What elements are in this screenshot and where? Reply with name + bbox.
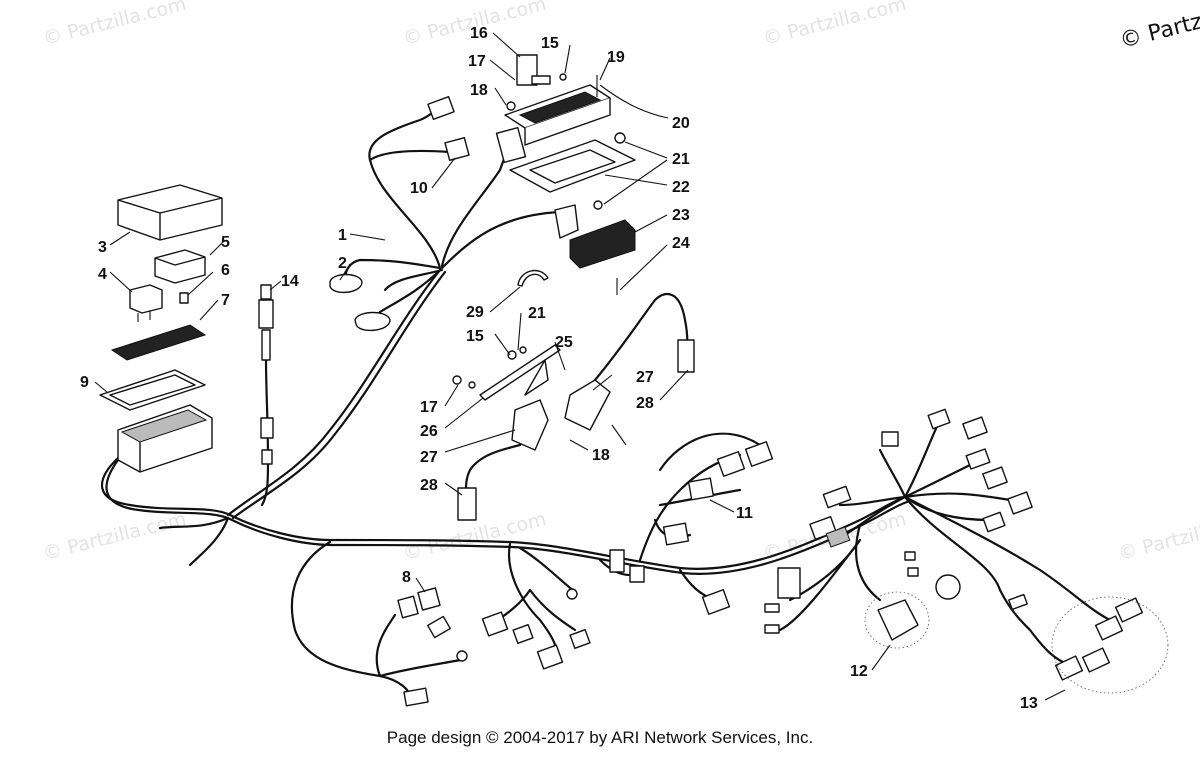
watermark-group: © Partzilla.com © Partzilla.com © Partzi… [41,0,1200,565]
callout-24: 24 [672,235,690,252]
callout-17b: 17 [420,399,438,416]
callout-13: 13 [1020,695,1038,712]
sensor-module-lower [457,399,549,521]
callout-9: 9 [80,374,89,391]
voltage-regulator [554,204,636,269]
callout-5: 5 [221,234,230,251]
watermark: © Partzilla.com [1116,508,1200,565]
washer [593,200,603,210]
callout-11: 11 [736,505,753,522]
washer [519,346,527,354]
callout-20: 20 [672,115,690,132]
washer [507,350,517,360]
callout-17: 17 [468,53,486,70]
ecu-module [495,84,611,164]
callout-21b: 21 [528,305,546,322]
connector-8 [397,587,468,707]
watermark: © Partzilla.com [41,508,189,565]
connector-13-group [1051,596,1169,694]
callout-6: 6 [221,262,230,279]
callout-10: 10 [410,180,428,197]
center-connectors [481,549,645,670]
oxygen-sensor [258,284,274,465]
callout-3: 3 [98,239,107,256]
callout-1: 1 [338,227,347,244]
callout-22: 22 [672,179,690,196]
relay-bracket [506,54,567,111]
callouts: 1 2 3 4 5 6 7 8 9 10 11 12 13 14 15 16 1… [80,25,1038,712]
callout-15b: 15 [466,328,484,345]
mounting-plate [509,139,636,193]
fuse-block [117,404,213,473]
callout-29: 29 [466,304,484,321]
fuse-box-cover [117,184,223,241]
relay-large [154,249,206,284]
callout-12: 12 [850,663,868,680]
right-connectors [764,408,1033,634]
callout-7: 7 [221,292,230,309]
washer [614,132,626,144]
washer [452,375,462,385]
bracket-26 [479,344,561,401]
gasket [99,369,206,411]
callout-23: 23 [672,207,690,224]
callout-19: 19 [607,49,625,66]
callout-2: 2 [338,255,347,272]
callout-28: 28 [636,395,654,412]
corner-watermark: © Partz [1117,9,1200,54]
connector-10 [427,96,470,161]
callout-14: 14 [281,273,299,290]
washer [468,381,476,389]
connector-pair [329,273,391,331]
relay-small [129,284,163,322]
fuse [179,292,189,304]
callout-27: 27 [636,369,654,386]
callout-27b: 27 [420,449,438,466]
fuse-panel [110,324,207,361]
callout-16: 16 [470,25,488,42]
connector-11-cluster [662,441,774,615]
leader-lines [94,32,1066,701]
callout-18b: 18 [592,447,610,464]
watermark: © Partzilla.com [761,0,909,50]
callout-18: 18 [470,82,488,99]
harness-trunks [101,106,1112,702]
watermark: © Partzilla.com [41,0,189,50]
callout-21: 21 [672,151,690,168]
clamp [517,269,549,287]
callout-4: 4 [98,266,107,283]
callout-28b: 28 [420,477,438,494]
sensor-module-upper [564,292,695,431]
callout-26: 26 [420,423,438,440]
callout-15: 15 [541,35,559,52]
connector-12 [864,591,930,649]
callout-25: 25 [555,334,573,351]
callout-8: 8 [402,569,411,586]
footer-copyright: Page design © 2004-2017 by ARI Network S… [386,728,814,747]
